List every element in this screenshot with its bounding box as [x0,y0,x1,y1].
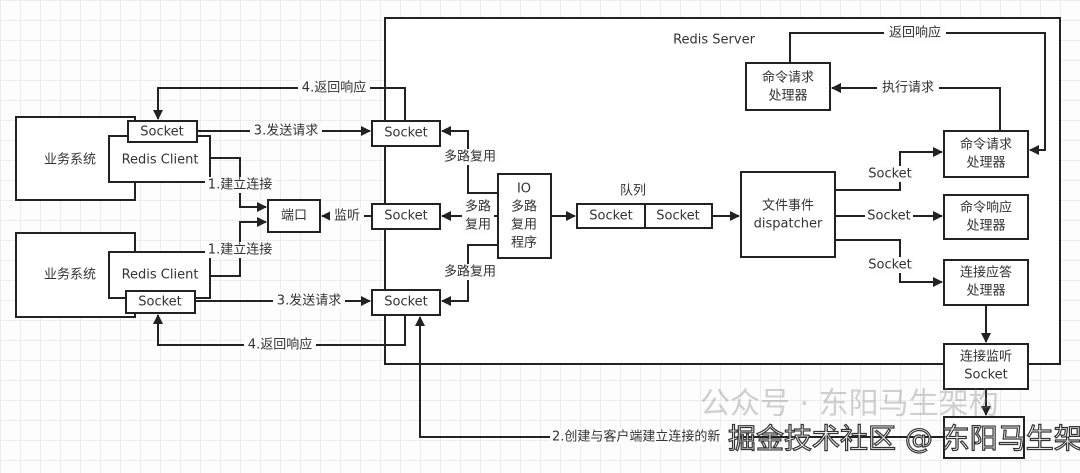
svg-text:连接监听: 连接监听 [960,349,1012,365]
server-sockets: Socket Socket Socket [371,120,441,316]
svg-text:多路复用: 多路复用 [444,264,496,280]
return-response-top-arrow [153,87,406,121]
io-multiplexer-box [497,173,552,259]
server-socket-label: Socket [384,295,428,310]
queue-item-label: Socket [589,209,633,224]
svg-text:Socket: Socket [868,258,912,273]
svg-text:Socket: Socket [867,209,911,224]
svg-text:命令请求: 命令请求 [762,70,814,86]
connection-accept-handler [943,259,1029,306]
redis-client-label: Redis Client [122,268,199,283]
svg-text:处理器: 处理器 [966,219,1005,234]
svg-text:执行请求: 执行请求 [882,81,934,96]
handlers: 命令请求 处理器 命令请求 处理器 命令响应 处理器 连接应答 处理器 连接监听… [745,62,1029,459]
svg-text:处理器: 处理器 [768,89,807,104]
redis-client-label: Redis Client [122,153,199,168]
handler-return-arrow [789,32,1046,155]
svg-text:返回响应: 返回响应 [889,25,941,41]
command-response-handler [943,194,1029,240]
obscured-box [943,416,1025,459]
inner-request-handler [745,62,831,111]
create-new-socket-arrow [415,316,944,438]
watermark-juejin: 掘金技术社区 @ 东阳马生架构 [728,422,1080,455]
svg-text:1.建立连接: 1.建立连接 [208,177,272,193]
svg-text:连接应答: 连接应答 [960,265,1012,281]
business-system-2: 业务系统 Redis Client Socket [15,232,211,318]
watermark-wechat: 公众号 · 东阳马生架构 [700,387,999,422]
svg-text:处理器: 处理器 [966,284,1005,299]
svg-text:Socket: Socket [868,167,912,182]
io-label: 程序 [511,236,537,251]
queue-item [644,203,713,229]
svg-text:3.发送请求: 3.发送请求 [277,293,341,309]
svg-text:1.建立连接: 1.建立连接 [208,242,272,258]
queue-item-label: Socket [656,209,700,224]
svg-text:2.创建与客户端建立连接的新: 2.创建与客户端建立连接的新 [552,429,720,445]
port-box [267,199,321,233]
queue-item [576,203,646,229]
svg-text:命令请求: 命令请求 [960,137,1012,153]
redis-client-1 [108,135,211,183]
svg-text:4.返回响应: 4.返回响应 [248,337,312,353]
business-system-label: 业务系统 [44,267,96,283]
svg-text:3.发送请求: 3.发送请求 [254,123,318,139]
redis-server-title: Redis Server [673,33,756,48]
queue-label: 队列 [620,184,646,199]
io-label: 多路 [511,199,537,215]
business-system-1: 业务系统 Redis Client Socket [15,116,211,201]
dispatcher-label: dispatcher [754,217,823,232]
server-socket-label: Socket [384,209,428,224]
dispatcher-label: 文件事件 [762,199,814,214]
socket-label: Socket [138,295,182,310]
svg-text:监听: 监听 [334,209,360,224]
connection-listen-socket [943,343,1029,390]
svg-text:处理器: 处理器 [966,156,1005,171]
svg-text:多路: 多路 [465,199,491,215]
redis-server-box [384,17,1061,365]
port-label: 端口 [281,209,307,224]
io-label: IO [517,182,531,197]
server-socket-label: Socket [384,126,428,141]
svg-text:命令响应: 命令响应 [960,200,1012,216]
svg-text:4.返回响应: 4.返回响应 [302,80,366,96]
io-label: 复用 [511,218,537,233]
socket-label: Socket [140,125,184,140]
file-event-dispatcher-box [740,171,836,258]
command-request-handler [943,130,1029,178]
business-system-label: 业务系统 [44,152,96,168]
svg-text:多路复用: 多路复用 [444,149,496,165]
svg-text:Socket: Socket [964,368,1008,383]
line-labels: 4.返回响应 3.发送请求 1.建立连接 1.建立连接 监听 3.发送请求 4.… [205,25,946,445]
svg-text:复用: 复用 [465,218,491,233]
